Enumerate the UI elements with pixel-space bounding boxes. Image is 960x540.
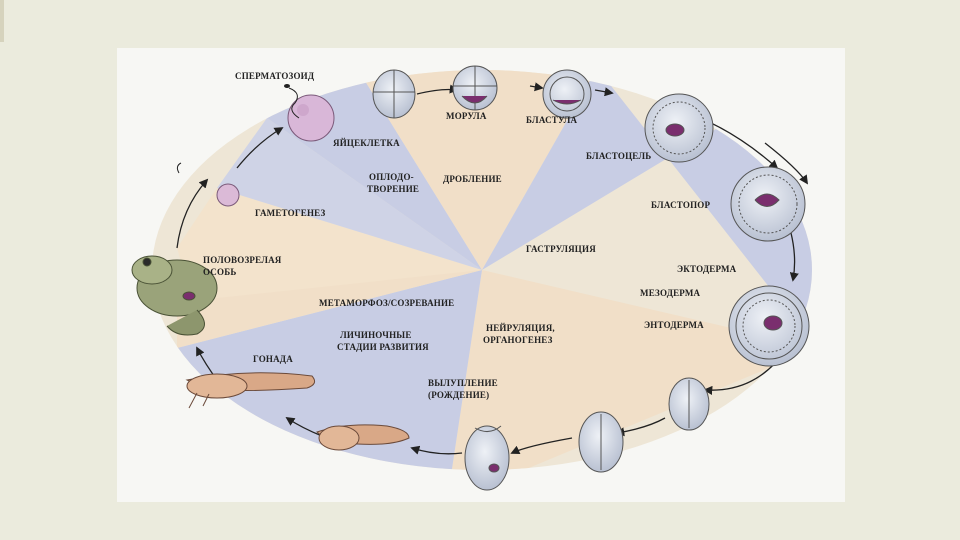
frog-icon	[131, 255, 218, 336]
tadpole-legged-icon	[185, 372, 316, 409]
label-mesoderm: МЕЗОДЕРМА	[640, 288, 701, 298]
label-gastrulation: ГАСТРУЛЯЦИЯ	[526, 244, 596, 254]
label-fertilization-2: ТВОРЕНИЕ	[367, 184, 420, 194]
label-blastocoel: БЛАСТОЦЕЛЬ	[586, 151, 652, 161]
egg-cell-icon	[287, 94, 335, 142]
label-gonad: ГОНАДА	[253, 354, 293, 364]
life-cycle-figure: СПЕРМАТОЗОИД ЯЙЦЕКЛЕТКА ОПЛОДО- ТВОРЕНИЕ…	[117, 48, 845, 502]
label-morula: МОРУЛА	[446, 111, 487, 121]
label-blastopore: БЛАСТОПОР	[651, 200, 711, 210]
life-cycle-diagram	[131, 65, 812, 491]
blastula-icon	[542, 69, 592, 119]
label-sperm: СПЕРМАТОЗОИД	[235, 71, 315, 81]
oocyte-icon	[216, 183, 240, 207]
sector-cleavage	[357, 70, 597, 270]
label-egg: ЯЙЦЕКЛЕТКА	[333, 138, 400, 148]
label-larval-2: СТАДИИ РАЗВИТИЯ	[337, 342, 429, 352]
label-hatching-2: (РОЖДЕНИЕ)	[428, 390, 490, 400]
label-fertilization-1: ОПЛОДО-	[369, 172, 414, 182]
label-hatching-1: ВЫЛУПЛЕНИЕ	[428, 378, 498, 388]
sector-adult	[177, 188, 482, 318]
sperm-icon	[284, 84, 300, 119]
label-blastula: БЛАСТУЛА	[526, 115, 578, 125]
sector-metamorphosis	[177, 270, 482, 348]
small-sperm-icon	[176, 162, 182, 174]
sector-gametogenesis	[217, 118, 482, 270]
label-larval-1: ЛИЧИНОЧНЫЕ	[340, 330, 412, 340]
label-ectoderm: ЭКТОДЕРМА	[677, 264, 737, 274]
label-neurulation-2: ОРГАНОГЕНЕЗ	[483, 335, 553, 345]
gastrula-embryo-icon	[728, 285, 810, 367]
morula-icon	[452, 65, 498, 111]
neurula-embryo-icon	[668, 377, 710, 431]
tadpole-icon	[316, 424, 410, 451]
label-metamorphosis: МЕТАМОРФОЗ/СОЗРЕВАНИЕ	[319, 298, 455, 308]
label-adult-2: ОСОБЬ	[203, 267, 237, 277]
embryo-icon	[372, 69, 416, 119]
blastocoel-embryo-icon	[644, 93, 714, 163]
label-adult-1: ПОЛОВОЗРЕЛАЯ	[203, 255, 282, 265]
label-cleavage: ДРОБЛЕНИЕ	[443, 174, 502, 184]
label-endoderm: ЭНТОДЕРМА	[644, 320, 704, 330]
blastopore-embryo-icon	[730, 166, 806, 242]
label-gametogenesis: ГАМЕТОГЕНЕЗ	[255, 208, 326, 218]
slide-corner-accent	[0, 0, 4, 42]
neurula-late-icon	[578, 411, 624, 473]
tailbud-embryo-icon	[464, 425, 510, 491]
label-neurulation-1: НЕЙРУЛЯЦИЯ,	[486, 323, 555, 333]
